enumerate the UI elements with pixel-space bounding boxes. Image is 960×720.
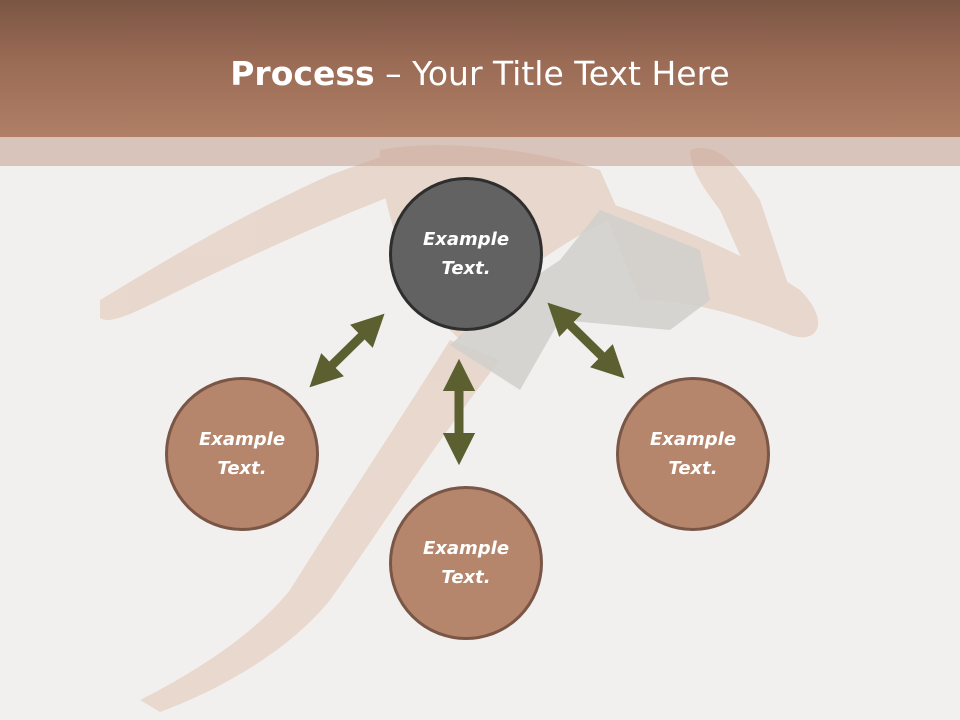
process-node-bottom[interactable]: Example Text. — [389, 486, 543, 640]
process-node-center[interactable]: Example Text. — [389, 177, 543, 331]
title-bar — [0, 0, 960, 137]
node-label: Example Text. — [198, 429, 286, 479]
slide-title: Process – Your Title Text Here — [0, 52, 960, 96]
title-bold: Process — [230, 54, 375, 93]
node-label: Example Text. — [422, 538, 510, 588]
node-label: Example Text. — [649, 429, 737, 479]
title-accent-strip — [0, 137, 960, 166]
title-rest: – Your Title Text Here — [374, 54, 730, 93]
process-node-left[interactable]: Example Text. — [165, 377, 319, 531]
process-node-right[interactable]: Example Text. — [616, 377, 770, 531]
node-label: Example Text. — [422, 229, 510, 279]
